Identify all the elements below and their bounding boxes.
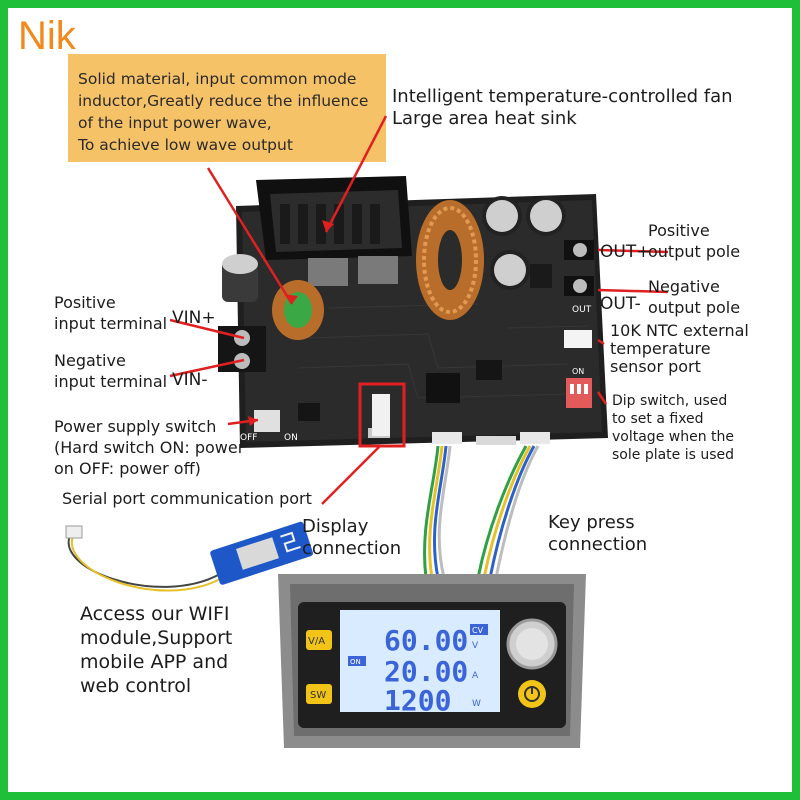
sw-button xyxy=(306,684,332,704)
board-mark-dip-on: ON xyxy=(572,367,584,376)
key-connector xyxy=(520,432,550,444)
label-line: web control xyxy=(80,675,192,697)
output-terminals xyxy=(530,240,594,296)
fan-label: Intelligent temperature-controlled fan L… xyxy=(392,86,733,130)
ntc-connector xyxy=(564,330,592,348)
positive-input-label: Positive input terminal xyxy=(54,292,167,334)
board-mark-on: ON xyxy=(284,433,298,443)
lcd-row2-value: 20.00 xyxy=(384,655,468,688)
inductor-callout-line: of the input power wave, xyxy=(78,114,272,132)
label-line: connection xyxy=(302,538,402,559)
lcd-row1-unit: V xyxy=(472,641,479,651)
lcd-row3-unit: W xyxy=(472,699,481,709)
label-line: sensor port xyxy=(610,357,701,376)
lcd-row2-unit: A xyxy=(472,671,479,681)
power-switch-component xyxy=(254,410,280,432)
mcu-chip xyxy=(426,373,460,403)
label-line: (Hard switch ON: power xyxy=(54,438,245,457)
label-line: voltage when the xyxy=(612,429,734,445)
key-cable xyxy=(476,445,540,579)
wifi-module xyxy=(65,521,314,592)
label-line: Power supply switch xyxy=(54,417,217,436)
vin-plus-label: VIN+ xyxy=(172,308,216,328)
label-line: Positive xyxy=(648,221,710,240)
pointer-lines xyxy=(169,115,669,505)
brand-watermark: Nik xyxy=(18,14,76,58)
label-line: Access our WIFI xyxy=(80,603,230,625)
lcd-on-badge: ON xyxy=(350,658,361,666)
label-line: input terminal xyxy=(54,372,168,391)
serial-port-label: Serial port communication port xyxy=(62,489,312,508)
sw-button-label: SW xyxy=(310,690,326,701)
ntc-label: 10K NTC external temperature sensor port xyxy=(610,322,749,376)
board-mark-out: OUT xyxy=(572,305,592,315)
serial-port-connector xyxy=(372,394,390,436)
label-line: output pole xyxy=(648,298,741,317)
mosfet xyxy=(308,258,348,286)
board-mark-off: OFF xyxy=(240,433,257,443)
capacitors xyxy=(222,196,566,302)
key-press-connection-label: Key press connection xyxy=(548,512,647,556)
heatsink-label-line: Large area heat sink xyxy=(392,108,577,129)
label-line: Negative xyxy=(648,277,720,296)
product-illustration: OFF ON IN- OUT ON xyxy=(65,115,669,748)
label-line: Negative xyxy=(54,351,126,370)
board-mark-in: IN- xyxy=(226,379,239,389)
out-plus-label: OUT+ xyxy=(600,242,651,262)
label-line: input terminal xyxy=(54,314,168,333)
label-line: Display xyxy=(302,516,369,537)
label-line: 10K NTC external xyxy=(610,321,749,340)
serial-port-highlight xyxy=(358,382,406,448)
dip-switch-label: Dip switch, used to set a fixed voltage … xyxy=(612,392,734,464)
label-line: Positive xyxy=(54,293,116,312)
inductor-callout-line: To achieve low wave output xyxy=(78,136,293,154)
wifi-module-label: Access our WIFI module,Support mobile AP… xyxy=(80,602,232,698)
label-line: module,Support xyxy=(80,627,233,649)
inductor-callout-line: inductor,Greatly reduce the influence xyxy=(78,92,369,110)
power-switch-label: Power supply switch (Hard switch ON: pow… xyxy=(54,416,244,479)
fan-label-line: Intelligent temperature-controlled fan xyxy=(392,86,733,107)
positive-output-label: Positive output pole xyxy=(648,220,740,262)
label-line: temperature xyxy=(610,339,711,358)
vin-minus-label: VIN- xyxy=(172,370,208,390)
label-line: Dip switch, used xyxy=(612,393,728,409)
label-line: on OFF: power off) xyxy=(54,459,201,478)
inductor-callout-box: Solid material, input common mode induct… xyxy=(68,54,386,162)
label-line: connection xyxy=(548,534,648,555)
small-chip xyxy=(298,403,320,421)
display-unit: 60.00 V CV 20.00 A ON 1200 W V/A SW xyxy=(278,574,586,748)
display-connection-label: Display connection xyxy=(302,516,401,560)
label-line: output pole xyxy=(648,242,741,261)
label-line: mobile APP and xyxy=(80,651,229,673)
mosfet xyxy=(358,256,398,284)
negative-input-label: Negative input terminal xyxy=(54,350,167,392)
va-button-label: V/A xyxy=(308,636,325,647)
label-line: sole plate is used xyxy=(612,447,735,463)
header-connector xyxy=(476,436,516,445)
inductor-callout-line: Solid material, input common mode xyxy=(78,70,357,88)
va-button xyxy=(306,630,332,650)
negative-output-label: Negative output pole xyxy=(648,276,740,318)
common-mode-inductor xyxy=(272,280,324,340)
label-line: to set a fixed xyxy=(612,411,704,427)
lcd-row1-value: 60.00 xyxy=(384,624,468,657)
out-minus-label: OUT- xyxy=(600,294,641,314)
lcd-cv-badge: CV xyxy=(472,626,484,635)
lcd-row3-value: 1200 xyxy=(384,684,451,717)
display-connector xyxy=(432,432,462,444)
toroidal-inductor xyxy=(416,200,484,320)
label-line: Key press xyxy=(548,512,635,533)
display-cable xyxy=(423,445,452,579)
driver-chip xyxy=(476,360,502,380)
